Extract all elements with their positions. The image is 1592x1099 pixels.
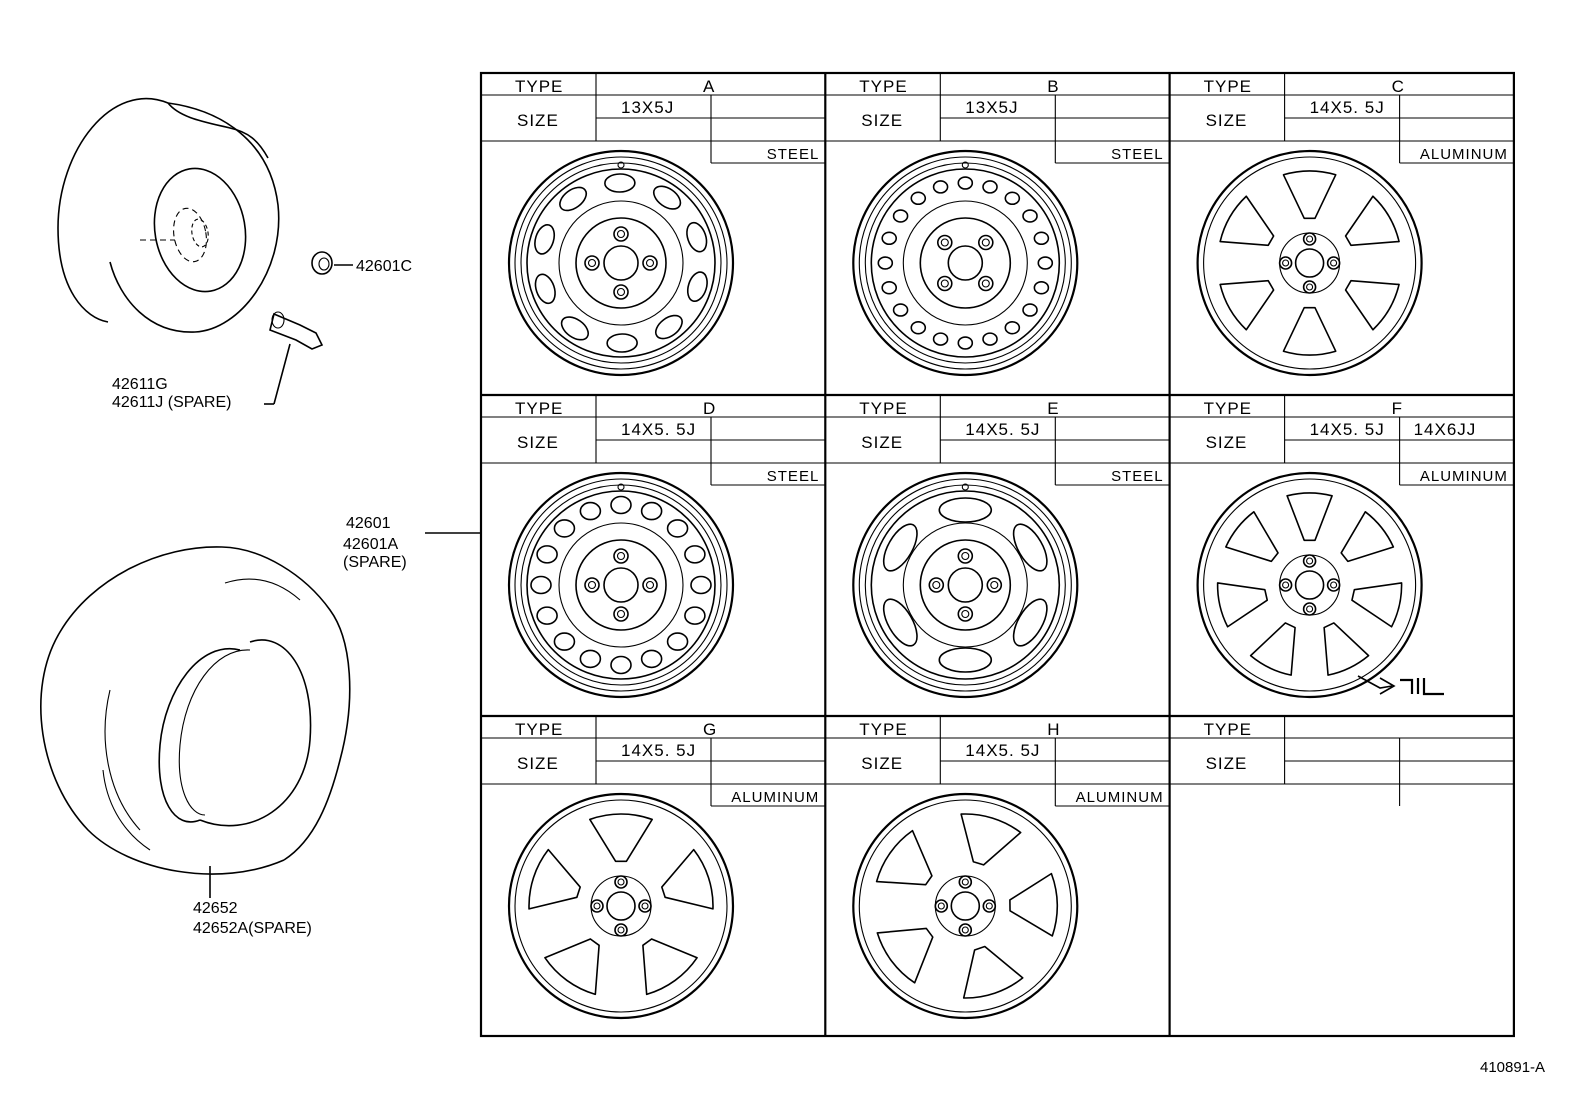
wheel-part-number: 42601 (346, 515, 391, 532)
type-label: TYPE (859, 720, 907, 739)
type-value: G (703, 720, 717, 739)
type-label: TYPE (1204, 720, 1252, 739)
material-label: ALUMINUM (1420, 468, 1508, 485)
wheel-cell-h: TYPE SIZE H 14X5. 5J ALUMINUM (825, 716, 1170, 1020)
size-value: 14X5. 5J (965, 420, 1040, 439)
illustration-reference-number: 410891-A (1480, 1059, 1545, 1076)
size-label: SIZE (1206, 754, 1248, 773)
size-label: SIZE (517, 433, 559, 452)
wheel-type-table: TYPESIZEA13X5JSTEELTYPESIZEB13X5JSTEELTY… (479, 71, 1516, 1038)
type-value: F (1392, 399, 1403, 418)
wheel-cell-b: TYPE SIZE B 13X5J STEEL (825, 73, 1170, 377)
tire-part-number: 42652 (193, 900, 238, 917)
wheel-cell-a: TYPE SIZE A 13X5J STEEL (481, 73, 826, 377)
wheel-cell-e: TYPE SIZE E 14X5. 5J STEEL (825, 395, 1170, 699)
wheel-nut-part (311, 251, 353, 275)
size-label: SIZE (861, 433, 903, 452)
material-label: STEEL (767, 146, 820, 163)
material-label: ALUMINUM (1420, 146, 1508, 163)
size-label: SIZE (517, 111, 559, 130)
wheel-illustration-alloy-turbine (852, 792, 1079, 1020)
size-label: SIZE (861, 754, 903, 773)
size-label: SIZE (861, 111, 903, 130)
wheel-illustration-alloy-5 (507, 792, 735, 1020)
wheel-cell-f: TYPE SIZE F 14X5. 5J 14X6JJ ALUMINUM (1169, 395, 1514, 699)
wheel-illustration-steel-6 (852, 471, 1079, 699)
wheel-illustration-steel-slots (507, 149, 735, 377)
size-value: 13X5J (965, 98, 1018, 117)
size-label: SIZE (1206, 433, 1248, 452)
size-value: 14X5. 5J (1310, 98, 1385, 117)
size-label: SIZE (1206, 111, 1248, 130)
size-value: 14X5. 5J (965, 741, 1040, 760)
type-label: TYPE (1204, 399, 1252, 418)
wheel-assembly-drawing (57, 97, 280, 333)
wheel-illustration-alloy-6 (1196, 149, 1423, 377)
type-label: TYPE (859, 77, 907, 96)
nut-part-number: 42601C (356, 258, 412, 275)
size-value: 14X5. 5J (621, 420, 696, 439)
material-label: STEEL (767, 468, 820, 485)
material-label: STEEL (1111, 468, 1164, 485)
type-value: H (1047, 720, 1060, 739)
wheel-illustration-steel-holes2 (507, 471, 735, 699)
wheel-cell-g: TYPE SIZE G 14X5. 5J ALUMINUM (481, 716, 826, 1020)
size-value: 14X5. 5J (621, 741, 696, 760)
type-value: D (703, 399, 716, 418)
material-label: ALUMINUM (1076, 789, 1164, 806)
wheel-illustration-alloy-7 (1196, 471, 1423, 699)
size-value: 13X5J (621, 98, 674, 117)
type-label: TYPE (1204, 77, 1252, 96)
material-label: STEEL (1111, 146, 1164, 163)
spare-wheel-part-number: 42601A (343, 536, 398, 553)
wheel-cell-d: TYPE SIZE D 14X5. 5J STEEL (481, 395, 826, 699)
table-frame (479, 71, 1516, 1038)
type-value: C (1392, 77, 1405, 96)
valve-part-number: 42611G (112, 376, 168, 393)
wheel-cell-c: TYPE SIZE C 14X5. 5J ALUMINUM (1169, 73, 1514, 377)
spare-valve-part-number: 42611J (SPARE) (112, 394, 231, 411)
material-label: ALUMINUM (731, 789, 819, 806)
size-label: SIZE (517, 754, 559, 773)
type-value: A (703, 77, 715, 96)
type-value: B (1047, 77, 1059, 96)
spare-wheel-note: (SPARE) (343, 554, 407, 571)
size-value-alt: 14X6JJ (1414, 420, 1477, 439)
type-value: E (1047, 399, 1059, 418)
type-label: TYPE (515, 720, 563, 739)
type-label: TYPE (515, 399, 563, 418)
type-label: TYPE (859, 399, 907, 418)
type-label: TYPE (515, 77, 563, 96)
wheel-illustration-steel-holes (852, 149, 1079, 377)
continuation-arrow-icon (1357, 675, 1444, 696)
spare-tire-part-number: 42652A(SPARE) (193, 920, 312, 937)
valve-stem-part (264, 311, 324, 405)
wheel-cell-blank: TYPE SIZE (1169, 716, 1514, 806)
tire-drawing (40, 546, 351, 898)
size-value: 14X5. 5J (1310, 420, 1385, 439)
